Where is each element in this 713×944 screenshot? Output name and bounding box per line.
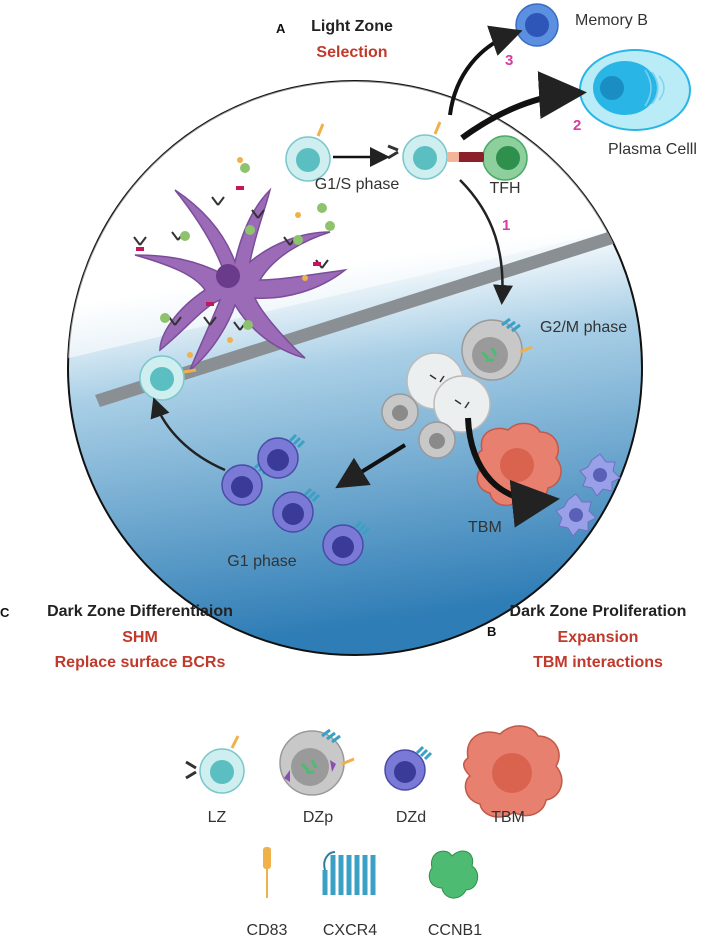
arrow-to-memory-b (448, 25, 523, 116)
g2m-phase-label: G2/M phase (540, 319, 627, 336)
daughter-cell-1 (381, 393, 419, 431)
dz-differentiation-subtitle-1: SHM (122, 629, 158, 646)
yellow-markers (187, 157, 308, 358)
antigen-particles (160, 163, 335, 330)
legend-dzd-icon (384, 745, 433, 791)
legend-dzp-icon (279, 728, 355, 796)
memory-b-cell (515, 3, 559, 47)
apoptotic-cell-1 (579, 453, 621, 497)
panel-a-heading: A Light Zone Selection (276, 18, 393, 61)
dz-proliferation-subtitle-2: TBM interactions (533, 654, 663, 671)
legend-cxcr4-icon (322, 851, 376, 895)
legend-lz-label: LZ (208, 809, 227, 826)
legend-tbm-label: TBM (491, 809, 525, 826)
lz-cell-returning (139, 355, 197, 401)
panel-a-letter: A (276, 21, 286, 36)
legend-dzp-label: DZp (303, 809, 333, 826)
dz-proliferation-title: Dark Zone Proliferation (510, 603, 687, 620)
apoptotic-cell-2 (555, 493, 597, 537)
panel-c-letter: C (0, 605, 10, 620)
tbm-label: TBM (468, 519, 502, 536)
arrow-tbm-engulf (465, 417, 560, 528)
arrow-dzd-to-lz (150, 397, 226, 472)
arrow-to-plasma-cell (460, 71, 587, 141)
fc-receptors (136, 186, 321, 306)
legend-cxcr4-label: CXCR4 (323, 922, 377, 939)
tfh-cell (458, 135, 528, 181)
daughter-cell-2 (418, 421, 456, 459)
panel-c-heading: C Dark Zone Differentiaion SHM Replace s… (0, 603, 233, 671)
legend-ccnb1-icon (428, 850, 479, 899)
dzd-cell-2 (257, 433, 306, 479)
dzd-cell-4 (322, 520, 371, 566)
dz-differentiation-subtitle-2: Replace surface BCRs (55, 654, 226, 671)
dzd-cell-1 (221, 460, 271, 506)
legend-cd83-icon (263, 847, 271, 898)
legend-lz-icon (185, 735, 245, 794)
legend-ccnb1-label: CCNB1 (428, 922, 482, 939)
g1-phase-label: G1 phase (227, 553, 296, 570)
dividing-cell (406, 352, 491, 433)
arrow-to-g1 (335, 443, 407, 489)
dz-proliferation-subtitle-1: Expansion (558, 629, 639, 646)
dzd-cell-3 (272, 487, 321, 533)
panel-b-letter: B (487, 624, 496, 639)
lz-cell-g1s (285, 123, 331, 182)
g1s-phase-label: G1/S phase (315, 176, 400, 193)
arrow-to-g2m (459, 179, 513, 305)
legend-dzd-label: DZd (396, 809, 426, 826)
step-3-number: 3 (505, 52, 513, 69)
light-zone-title: Light Zone (311, 18, 393, 35)
legend-cd83-label: CD83 (247, 922, 288, 939)
dendritic-cell (134, 187, 348, 373)
panel-b-heading: B Dark Zone Proliferation Expansion TBM … (487, 603, 686, 671)
light-zone-subtitle: Selection (316, 44, 387, 61)
plasma-cell (579, 49, 691, 131)
dzp-cell-g2m (461, 317, 533, 381)
step-1-number: 1 (502, 217, 510, 234)
legend-tbm-icon (463, 725, 563, 818)
dz-differentiation-title: Dark Zone Differentiaion (47, 603, 233, 620)
legend: LZ DZp DZd TBM CD83 (185, 725, 563, 939)
tfh-label: TFH (489, 180, 520, 197)
step-2-number: 2 (573, 117, 581, 134)
memory-b-label: Memory B (575, 12, 648, 29)
plasma-cell-label: Plasma Celll (608, 141, 697, 158)
